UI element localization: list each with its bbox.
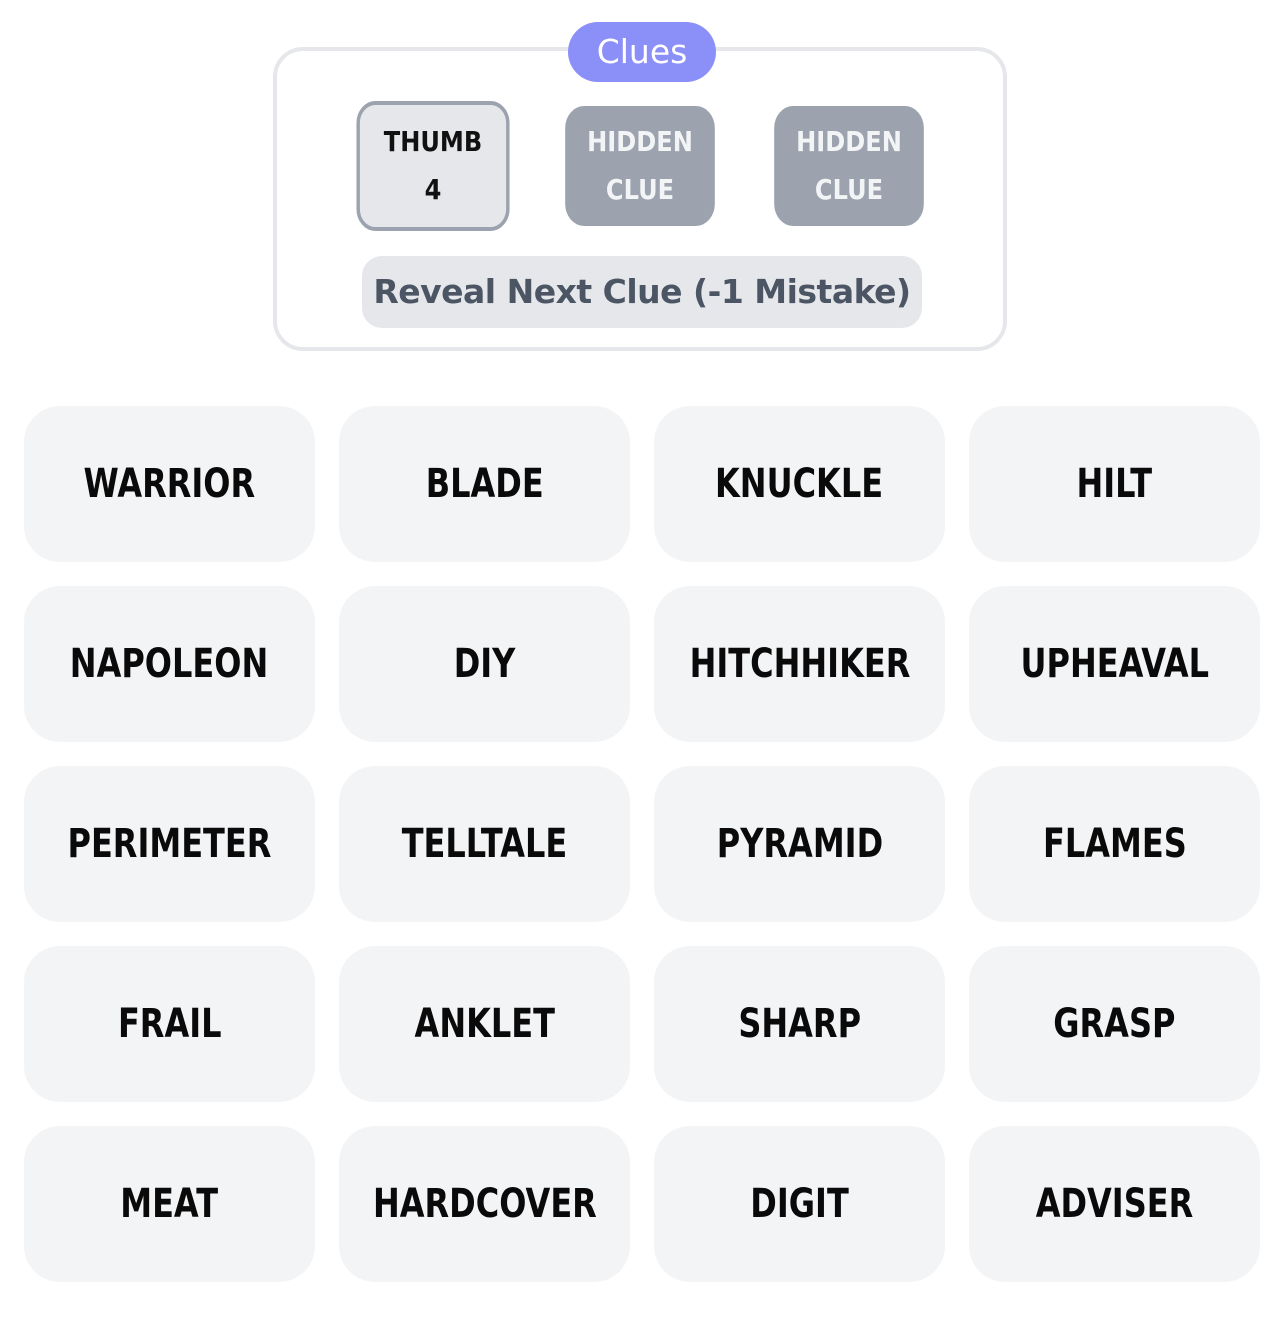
word-tile-label: HITCHHIKER xyxy=(689,641,910,687)
word-tile-label: HARDCOVER xyxy=(372,1181,597,1227)
word-tile[interactable]: DIGIT xyxy=(654,1126,945,1282)
word-tile[interactable]: NAPOLEON xyxy=(24,586,315,742)
word-tile[interactable]: ANKLET xyxy=(339,946,630,1102)
hidden-clue-line1: HIDDEN xyxy=(587,125,693,158)
word-tile[interactable]: SHARP xyxy=(654,946,945,1102)
word-tile-label: NAPOLEON xyxy=(70,641,269,687)
word-tile[interactable]: GRASP xyxy=(969,946,1260,1102)
word-grid: WARRIOR BLADE KNUCKLE HILT NAPOLEON DIY … xyxy=(24,406,1260,1282)
word-tile-label: DIY xyxy=(453,641,516,687)
word-tile[interactable]: PYRAMID xyxy=(654,766,945,922)
hidden-clue-line2: CLUE xyxy=(605,173,675,206)
clues-title: Clues xyxy=(568,22,716,82)
word-tile[interactable]: DIY xyxy=(339,586,630,742)
word-tile[interactable]: BLADE xyxy=(339,406,630,562)
word-tile[interactable]: KNUCKLE xyxy=(654,406,945,562)
word-tile[interactable]: FLAMES xyxy=(969,766,1260,922)
word-tile-label: MEAT xyxy=(120,1181,219,1227)
revealed-clue: THUMB 4 xyxy=(356,101,510,231)
word-tile[interactable]: FRAIL xyxy=(24,946,315,1102)
hidden-clue: HIDDEN CLUE xyxy=(774,106,924,226)
word-tile-label: SHARP xyxy=(738,1001,861,1047)
word-tile-label: BLADE xyxy=(425,461,544,507)
word-tile-label: HILT xyxy=(1076,461,1153,507)
word-tile-label: FRAIL xyxy=(117,1001,222,1047)
hidden-clue: HIDDEN CLUE xyxy=(565,106,715,226)
word-tile-label: TELLTALE xyxy=(401,821,568,867)
word-tile-label: WARRIOR xyxy=(83,461,256,507)
word-tile-label: UPHEAVAL xyxy=(1020,641,1209,687)
reveal-next-clue-button[interactable]: Reveal Next Clue (-1 Mistake) xyxy=(362,256,922,328)
word-tile[interactable]: ADVISER xyxy=(969,1126,1260,1282)
word-tile[interactable]: TELLTALE xyxy=(339,766,630,922)
hidden-clue-line2: CLUE xyxy=(814,173,884,206)
word-tile[interactable]: HILT xyxy=(969,406,1260,562)
word-tile[interactable]: UPHEAVAL xyxy=(969,586,1260,742)
word-tile-label: FLAMES xyxy=(1042,821,1187,867)
revealed-clue-word: THUMB xyxy=(383,125,483,158)
word-tile[interactable]: MEAT xyxy=(24,1126,315,1282)
word-tile-label: GRASP xyxy=(1053,1001,1176,1047)
word-tile-label: KNUCKLE xyxy=(715,461,884,507)
word-tile-label: DIGIT xyxy=(750,1181,849,1227)
word-tile[interactable]: HARDCOVER xyxy=(339,1126,630,1282)
word-tile-label: ADVISER xyxy=(1035,1181,1194,1227)
hidden-clue-line1: HIDDEN xyxy=(796,125,902,158)
word-tile-label: ANKLET xyxy=(414,1001,555,1047)
word-tile[interactable]: WARRIOR xyxy=(24,406,315,562)
word-tile[interactable]: PERIMETER xyxy=(24,766,315,922)
word-tile-label: PERIMETER xyxy=(67,821,272,867)
revealed-clue-count: 4 xyxy=(424,173,442,206)
word-tile-label: PYRAMID xyxy=(716,821,883,867)
word-tile[interactable]: HITCHHIKER xyxy=(654,586,945,742)
